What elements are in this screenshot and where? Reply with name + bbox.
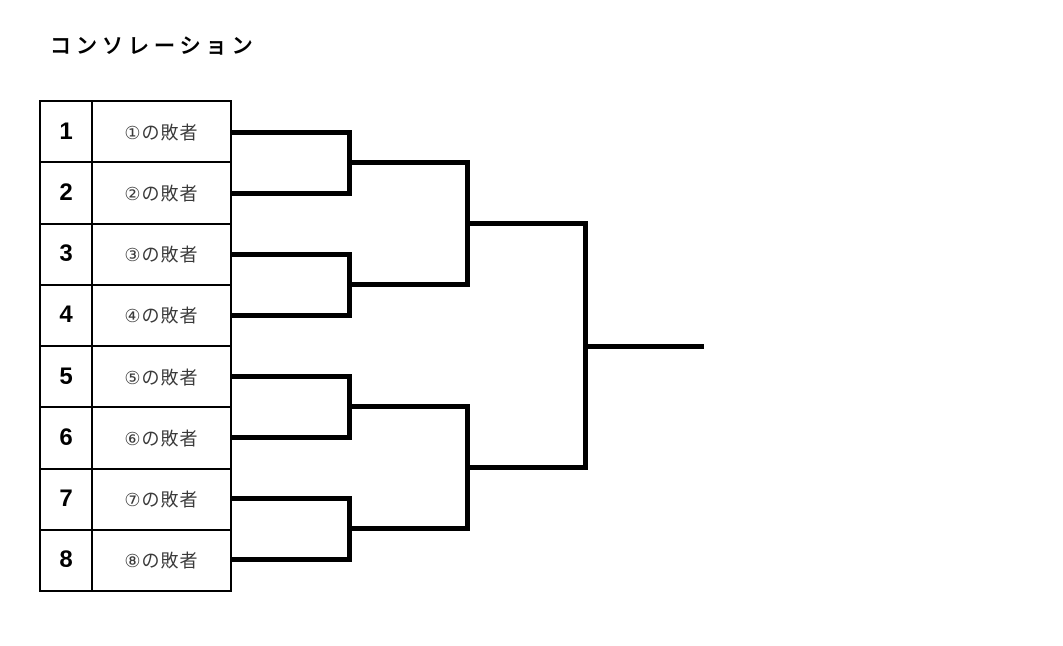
entry-line-5 (232, 374, 352, 379)
winner-line-match-7-8 (347, 526, 470, 531)
entry-label: ⑧の敗者 (124, 551, 199, 572)
seed-number: 5 (41, 347, 93, 407)
seed-number: 3 (41, 224, 93, 284)
entry-row-5: 5 ⑤の敗者 (41, 347, 230, 409)
seed-number: 1 (41, 102, 93, 162)
entry-label: ⑦の敗者 (124, 490, 199, 511)
seed-number: 2 (41, 163, 93, 223)
seed-number: 4 (41, 285, 93, 345)
winner-line-match-5-6 (347, 404, 470, 409)
entry-line-7 (232, 496, 352, 501)
winner-line-semifinal-bottom (465, 465, 588, 470)
entry-row-8: 8 ⑧の敗者 (41, 530, 230, 590)
entry-line-2 (232, 191, 352, 196)
winner-line-match-3-4 (347, 282, 470, 287)
champion-line (583, 344, 704, 349)
seed-number: 6 (41, 408, 93, 468)
entry-row-4: 4 ④の敗者 (41, 285, 230, 347)
entry-label: ①の敗者 (124, 122, 199, 143)
entry-label: ⑥の敗者 (124, 428, 199, 449)
entry-row-3: 3 ③の敗者 (41, 224, 230, 286)
entry-row-1: 1 ①の敗者 (41, 102, 230, 164)
winner-line-match-1-2 (347, 160, 470, 165)
entry-label: ⑤の敗者 (124, 367, 199, 388)
page-title: コンソレーション (50, 35, 258, 58)
entry-row-2: 2 ②の敗者 (41, 163, 230, 225)
winner-line-semifinal-top (465, 221, 588, 226)
entry-row-7: 7 ⑦の敗者 (41, 469, 230, 531)
entry-row-6: 6 ⑥の敗者 (41, 408, 230, 470)
entry-label: ③の敗者 (124, 245, 199, 266)
entry-table: 1 ①の敗者 2 ②の敗者 3 ③の敗者 4 ④の敗者 5 ⑤の敗者 6 ⑥の敗者 7 ⑦の敗者 8 ⑧の敗者 (39, 100, 232, 592)
entry-label: ④の敗者 (124, 306, 199, 327)
entry-line-8 (232, 557, 352, 562)
entry-label: ②の敗者 (124, 183, 199, 204)
entry-line-3 (232, 252, 352, 257)
seed-number: 7 (41, 469, 93, 529)
entry-line-4 (232, 313, 352, 318)
entry-line-1 (232, 130, 352, 135)
seed-number: 8 (41, 530, 93, 590)
entry-line-6 (232, 435, 352, 440)
